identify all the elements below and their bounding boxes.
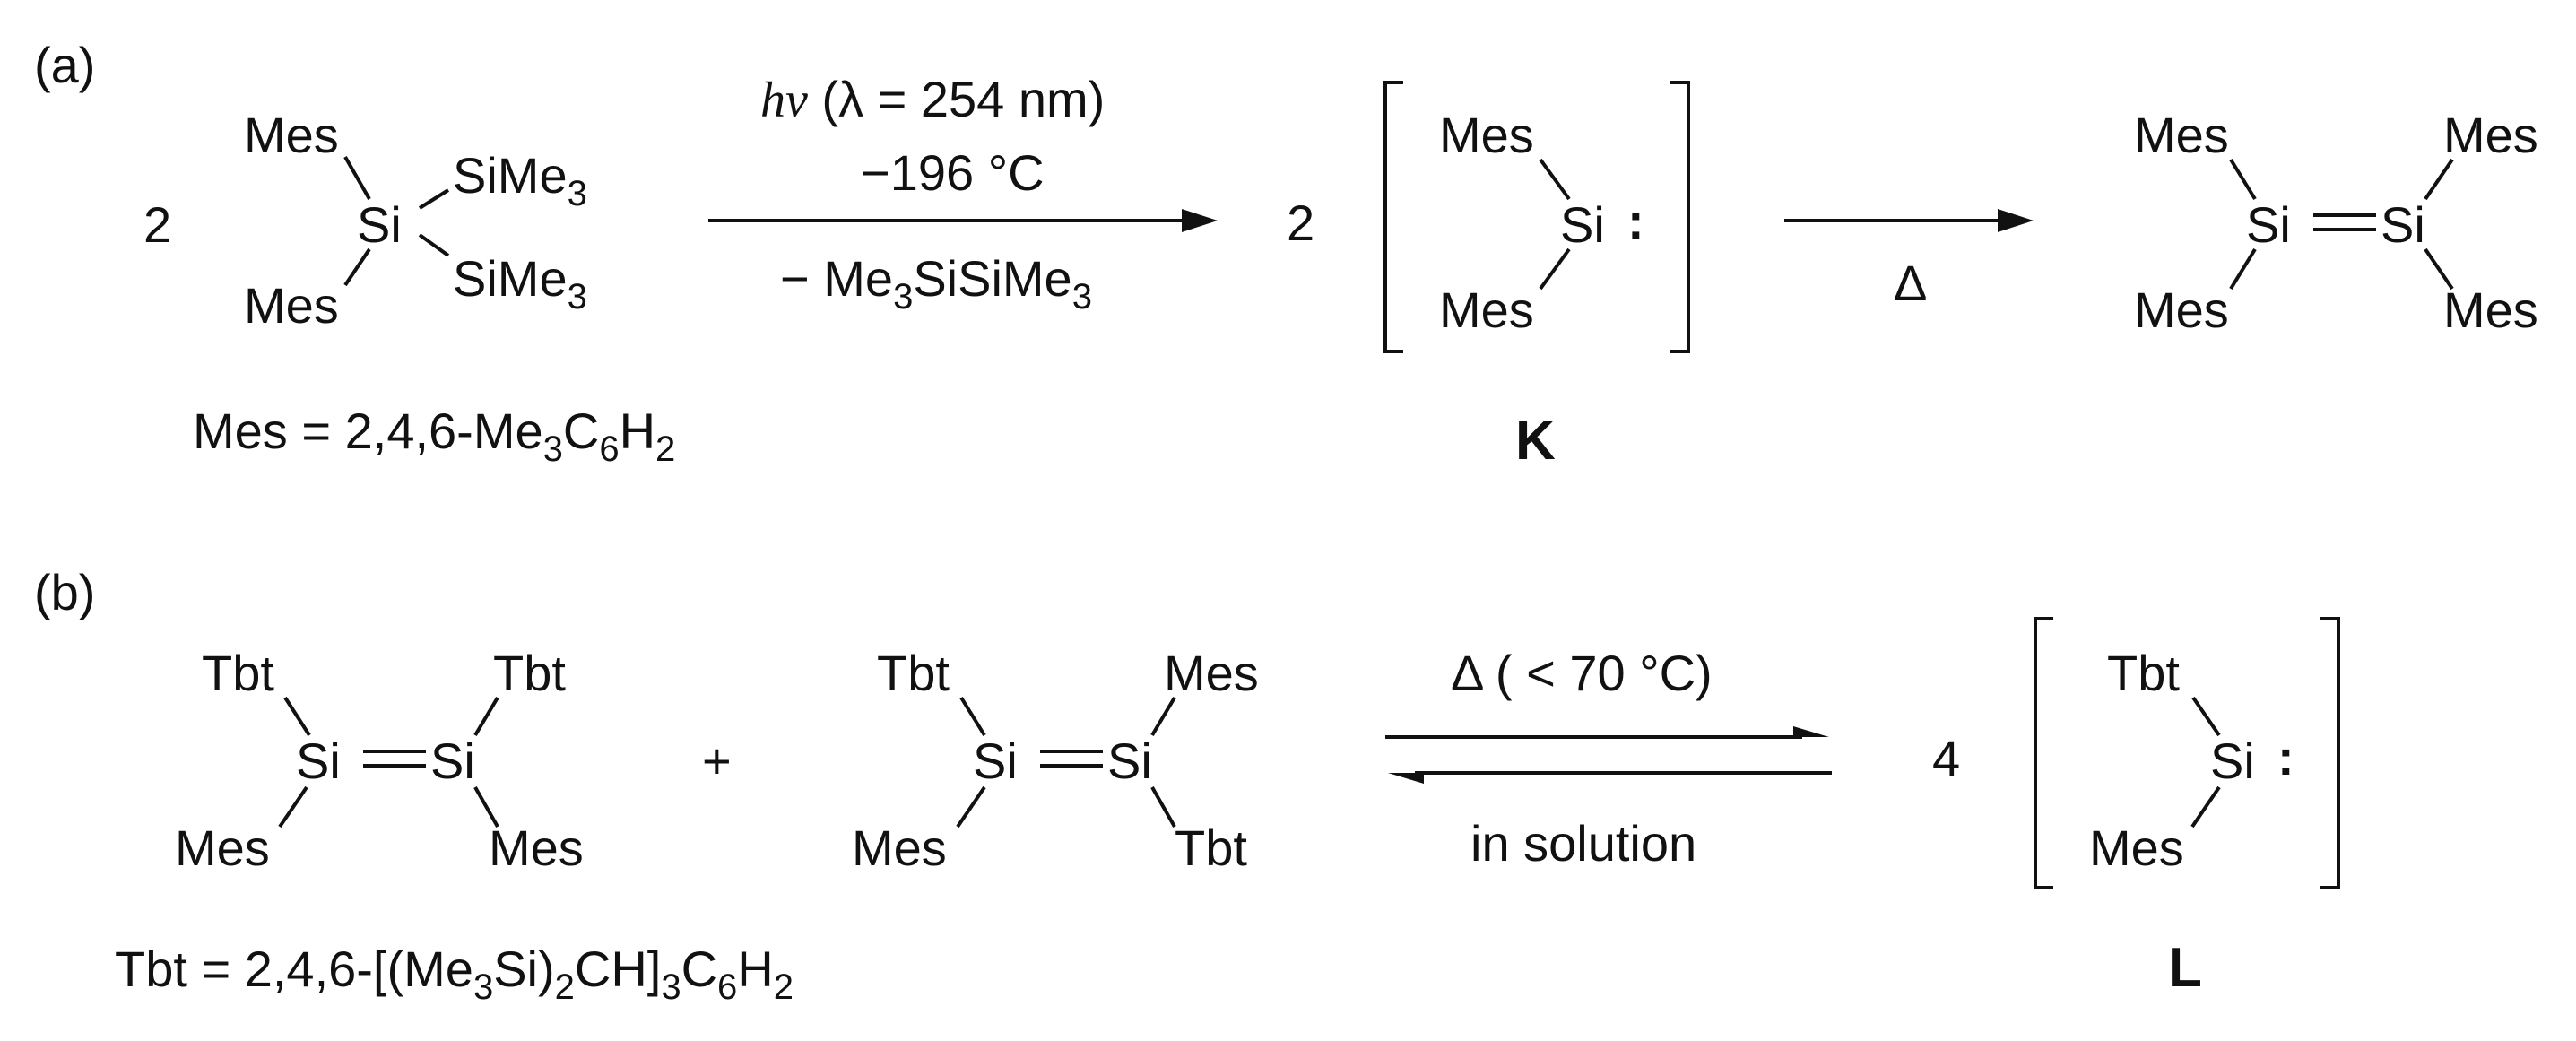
reaction-arrow-1: hν (λ = 254 nm) −196 °C − Me3SiSiMe3 [708, 71, 1218, 317]
dis-b1-mes-bl: Mes [175, 820, 270, 876]
arrow1-condition-light: hν (λ = 254 nm) [760, 71, 1105, 128]
l-tbt: Tbt [2107, 645, 2180, 701]
l-bond-tbt [2191, 696, 2221, 737]
dis-b1-si-right: Si [430, 733, 475, 789]
dis-b2-bond-bl [956, 785, 986, 828]
l-bond-mes [2190, 785, 2221, 828]
coefficient-reactant: 2 [143, 196, 171, 253]
dis-b2-bond-tr [1150, 696, 1176, 737]
arrow1-condition-byproduct: − Me3SiSiMe3 [780, 250, 1092, 317]
bond-si-sime3-bottom [418, 233, 450, 257]
dis-b2-bond-br [1150, 786, 1176, 828]
equilibrium-condition-bottom: in solution [1470, 815, 1696, 872]
arrow2-head [1998, 209, 2034, 232]
plus-sign: + [702, 733, 732, 789]
arrow1-condition-temperature: −196 °C [861, 144, 1045, 201]
reactant-mes-top: Mes [244, 107, 339, 163]
dis-a-mes-tr: Mes [2443, 107, 2538, 163]
tbt-definition: Tbt = 2,4,6-[(Me3Si)2CH]3C6H2 [115, 941, 794, 1007]
bracket-left-k [1383, 81, 1403, 353]
reactant-sime3-top: SiMe3 [453, 147, 587, 213]
coefficient-l: 4 [1932, 730, 1960, 786]
dis-b1-bond-bl [278, 785, 308, 828]
arrow2-condition-heat: Δ [1894, 255, 1927, 311]
bracket-right-l [2320, 617, 2340, 889]
dis-b2-tbt-br: Tbt [1175, 820, 1247, 876]
k-mes-top: Mes [1439, 107, 1534, 163]
dis-b1-bond-br [473, 786, 499, 828]
dis-a-mes-bl: Mes [2134, 282, 2229, 338]
dis-b1-si-left: Si [296, 733, 341, 789]
dis-b1-bond-tl [283, 696, 311, 737]
dis-a-si-left: Si [2246, 196, 2291, 253]
label-k: K [1515, 410, 1556, 472]
l-si: Si [2210, 733, 2255, 789]
dis-a-si-right: Si [2381, 196, 2425, 253]
dis-b2-mes-tr: Mes [1164, 645, 1259, 701]
dis-a-mes-tl: Mes [2134, 107, 2229, 163]
bond-si-mes-bottom [343, 247, 371, 287]
dis-b2-bond-tl [959, 696, 986, 737]
coefficient-k: 2 [1287, 195, 1314, 251]
dis-a-bond-bl [2229, 247, 2257, 291]
dis-b1-bond-tr [473, 696, 499, 737]
dis-b2-si-left: Si [973, 733, 1018, 789]
equilibrium-arrows: Δ ( < 70 °C) in solution [1385, 645, 1832, 872]
disilene-b-1: Tbt Tbt Mes Mes Si Si [175, 645, 584, 876]
k-mes-bottom: Mes [1439, 282, 1534, 338]
reactant-trisilane: Mes Mes Si SiMe3 SiMe3 [244, 107, 587, 334]
k-lone-pair: : [1627, 193, 1644, 249]
panel-b-label: (b) [34, 564, 95, 620]
reverse-arrow-head [1388, 773, 1424, 784]
label-l: L [2168, 937, 2202, 999]
bracket-left-l [2034, 617, 2053, 889]
dis-b1-mes-br: Mes [489, 820, 584, 876]
forward-arrow-head [1793, 726, 1829, 737]
dis-a-mes-br: Mes [2443, 282, 2538, 338]
silylene-k: Mes Mes Si : [1383, 81, 1690, 353]
reactant-sime3-bottom: SiMe3 [453, 250, 587, 317]
bond-si-sime3-top [418, 188, 450, 210]
dis-a-bond-tr [2424, 158, 2454, 201]
arrow1-head [1182, 209, 1218, 232]
dis-b1-tbt-tl: Tbt [202, 645, 274, 701]
k-bond-mes-bottom [1539, 247, 1571, 291]
bracket-right-k [1670, 81, 1690, 353]
dis-a-bond-br [2424, 247, 2454, 291]
disilene-product-a: Mes Mes Mes Mes Si Si [2134, 107, 2538, 338]
silylene-l: Tbt Mes Si : [2034, 617, 2340, 889]
l-lone-pair: : [2277, 729, 2294, 785]
k-bond-mes-top [1539, 158, 1571, 201]
bond-si-mes-top [343, 156, 371, 200]
dis-b2-tbt-tl: Tbt [877, 645, 950, 701]
dis-a-bond-tl [2229, 158, 2257, 201]
disilene-b-2: Tbt Mes Mes Tbt Si Si [852, 645, 1259, 876]
equilibrium-condition-top: Δ ( < 70 °C) [1451, 645, 1713, 701]
reactant-si: Si [357, 196, 402, 253]
l-mes: Mes [2089, 820, 2184, 876]
reaction-arrow-2: Δ [1784, 209, 2034, 311]
mes-definition: Mes = 2,4,6-Me3C6H2 [193, 403, 675, 469]
k-si: Si [1560, 196, 1605, 253]
dis-b2-mes-bl: Mes [852, 820, 947, 876]
dis-b2-si-right: Si [1107, 733, 1152, 789]
reactant-mes-bottom: Mes [244, 277, 339, 334]
dis-b1-tbt-tr: Tbt [493, 645, 566, 701]
panel-a-label: (a) [34, 37, 95, 93]
